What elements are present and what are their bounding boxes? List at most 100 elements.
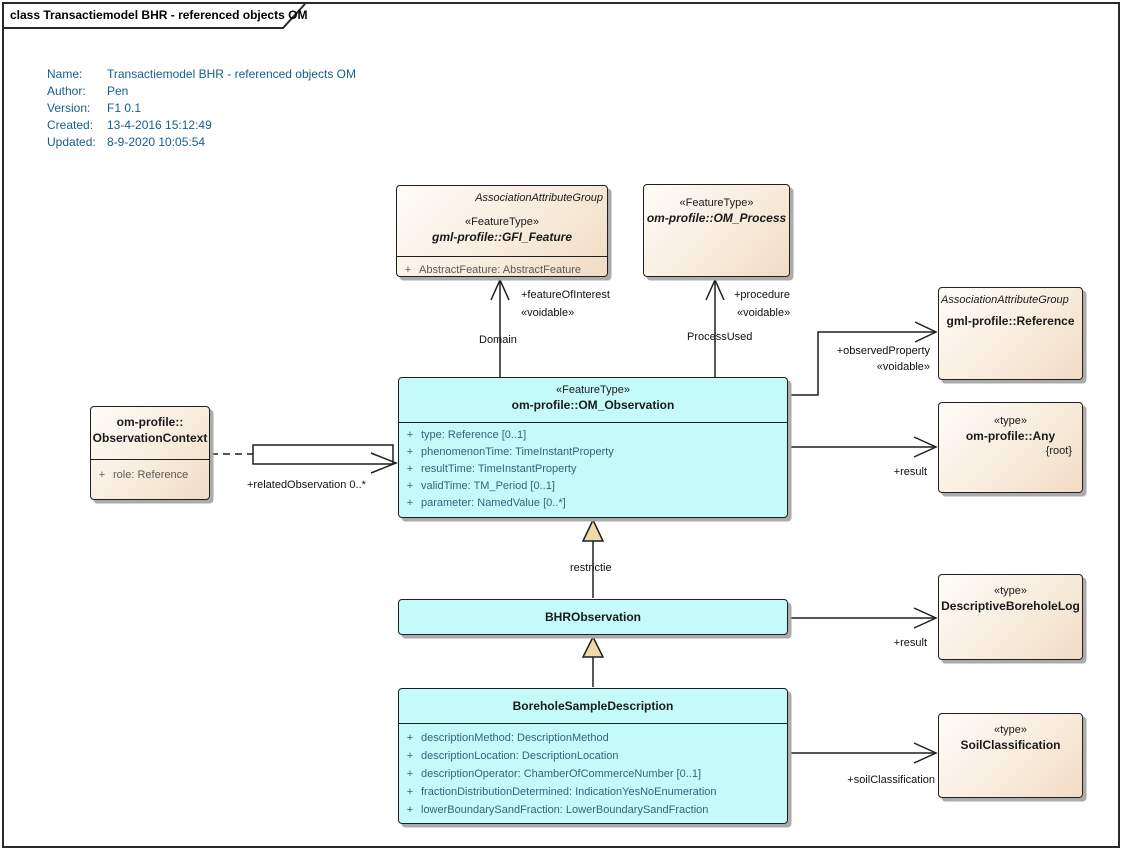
class-header: AssociationAttributeGroup gml-profile::R… [939,288,1082,328]
stereotype-label-voidable: «voidable» [737,307,791,319]
attribute-compartment: + descriptionMethod: DescriptionMethod +… [399,722,787,819]
role-label-observedproperty: +observedProperty [836,345,930,357]
class-name: SoilClassification [960,738,1061,752]
title-tab-outline [4,3,306,29]
class-name: ObservationContext [92,431,208,445]
class-gfi-feature[interactable]: AssociationAttributeGroup «FeatureType» … [396,185,608,277]
class-tagline: AssociationAttributeGroup [941,294,1069,306]
class-reference[interactable]: AssociationAttributeGroup gml-profile::R… [938,287,1083,380]
class-name: DescriptiveBoreholeLog [941,599,1080,613]
open-arrowhead [913,436,938,458]
attribute[interactable]: + phenomenonTime: TimeInstantProperty [399,444,787,461]
metadata-value: Transactiemodel BHR - referenced objects… [107,67,356,81]
visibility-marker: + [406,767,414,780]
generalization-triangle [581,635,605,658]
metadata-label: Version: [47,101,91,115]
class-descriptive-borehole-log[interactable]: «type» DescriptiveBoreholeLog [938,574,1083,660]
class-header: BoreholeSampleDescription [399,689,787,723]
class-observation-context[interactable]: om-profile:: ObservationContext + role: … [90,406,210,500]
class-stereotype: «type» [993,585,1028,597]
class-stereotype: «FeatureType» [556,384,630,396]
attribute-text: parameter: NamedValue [0..*] [421,497,566,509]
visibility-marker: + [406,803,414,816]
stereotype-label-voidable: «voidable» [521,307,575,319]
generalization-restrictie[interactable] [581,518,605,598]
metadata-row: Version: F1 0.1 [47,100,356,117]
attribute-text: phenomenonTime: TimeInstantProperty [421,446,614,458]
visibility-marker: + [406,749,414,762]
attribute-text: descriptionMethod: DescriptionMethod [421,731,609,744]
class-header: «type» SoilClassification [939,714,1082,752]
class-header: «FeatureType» om-profile::OM_Process [644,185,789,225]
attribute[interactable]: + type: Reference [0..1] [399,427,787,444]
connector-processused[interactable] [705,278,725,377]
connector-relatedobservation[interactable] [211,444,399,474]
generalization-borehole[interactable] [581,635,605,687]
class-om-process[interactable]: «FeatureType» om-profile::OM_Process [643,184,790,277]
attribute[interactable]: + AbstractFeature: AbstractFeature [397,261,607,278]
title-tab-shape [4,4,305,28]
class-header: «FeatureType» om-profile::OM_Observation [399,378,787,422]
role-label-relatedobservation: +relatedObservation 0..* [247,479,366,491]
class-stereotype: «type» [993,724,1028,736]
metadata-value: Pen [107,84,129,98]
class-constraint: {root} [1045,445,1072,457]
visibility-marker: + [404,263,412,276]
qualifier-box [252,444,394,465]
metadata-row: Created: 13-4-2016 15:12:49 [47,117,356,134]
class-borehole-sample-description[interactable]: BoreholeSampleDescription + descriptionM… [398,688,788,824]
connector-soilclassification[interactable] [788,742,938,764]
connector-result-observation[interactable] [788,436,938,458]
visibility-marker: + [406,446,414,458]
class-soil-classification[interactable]: «type» SoilClassification [938,713,1083,798]
class-name: gml-profile::GFI_Feature [431,230,572,244]
connector-result-bhr[interactable] [788,607,938,629]
connector-domain[interactable] [490,278,510,377]
attribute-text: lowerBoundarySandFraction: LowerBoundary… [421,803,709,816]
metadata-value: 8-9-2020 10:05:54 [107,135,206,149]
attribute[interactable]: + validTime: TM_Period [0..1] [399,478,787,495]
class-name: om-profile::OM_Process [646,211,787,225]
metadata-label: Name: [47,67,83,81]
metadata-label: Author: [47,84,86,98]
class-header: «type» DescriptiveBoreholeLog [939,575,1082,613]
class-header: BHRObservation [399,600,787,634]
attribute[interactable]: + parameter: NamedValue [0..*] [399,495,787,512]
attribute-text: fractionDistributionDetermined: Indicati… [421,785,717,798]
generalization-label-restrictie: restrictie [570,562,612,574]
attribute[interactable]: + fractionDistributionDetermined: Indica… [399,783,787,801]
attribute-text: validTime: TM_Period [0..1] [421,480,555,492]
class-header: «type» om-profile::Any {root} [939,403,1082,457]
attribute[interactable]: + descriptionOperator: ChamberOfCommerce… [399,765,787,783]
generalization-triangle [581,518,605,542]
role-label-featureofinterest: +featureOfInterest [521,289,610,301]
metadata-value: F1 0.1 [107,101,142,115]
attribute[interactable]: + role: Reference [91,466,209,483]
role-label-result: +result [893,466,927,478]
class-bhr-observation[interactable]: BHRObservation [398,599,788,635]
visibility-marker: + [406,429,414,441]
class-any[interactable]: «type» om-profile::Any {root} [938,402,1083,493]
diagram-metadata: Name: Transactiemodel BHR - referenced o… [47,66,356,151]
open-arrowhead [490,278,510,301]
class-om-observation[interactable]: «FeatureType» om-profile::OM_Observation… [398,377,788,518]
attribute-text: type: Reference [0..1] [421,429,527,441]
attribute-text: descriptionOperator: ChamberOfCommerceNu… [421,767,701,780]
class-stereotype: «FeatureType» [679,197,754,209]
class-header: om-profile:: ObservationContext [91,407,209,459]
open-arrowhead [914,321,938,343]
class-name: BoreholeSampleDescription [512,698,674,713]
class-name: BHRObservation [544,610,642,624]
attribute[interactable]: + resultTime: TimeInstantProperty [399,461,787,478]
attribute[interactable]: + lowerBoundarySandFraction: LowerBounda… [399,801,787,819]
attribute[interactable]: + descriptionMethod: DescriptionMethod [399,729,787,747]
class-tagline: AssociationAttributeGroup [475,192,603,204]
visibility-marker: + [98,468,106,481]
attribute[interactable]: + descriptionLocation: DescriptionLocati… [399,747,787,765]
metadata-row: Updated: 8-9-2020 10:05:54 [47,134,356,151]
connector-observedproperty[interactable] [788,321,938,396]
metadata-value: 13-4-2016 15:12:49 [107,118,212,132]
attribute-text: resultTime: TimeInstantProperty [421,463,577,475]
class-name: om-profile::OM_Observation [511,398,675,412]
open-arrowhead [913,607,938,629]
